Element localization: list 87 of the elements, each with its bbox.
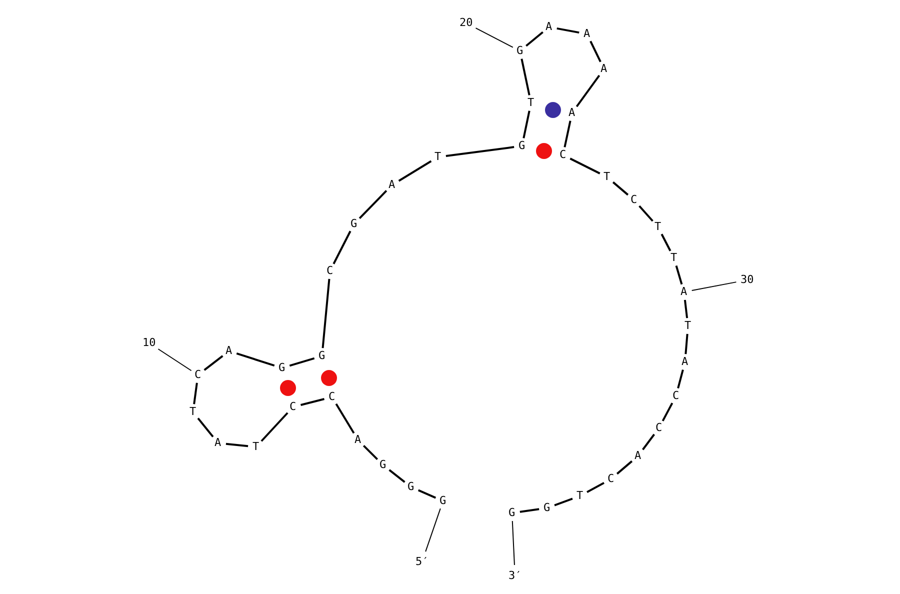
backbone-line — [554, 498, 573, 506]
backbone-line — [564, 120, 572, 148]
leader-line — [475, 28, 514, 48]
backbone-line — [193, 382, 198, 404]
nucleotide-letter: A — [584, 28, 590, 40]
backbone-line — [576, 74, 600, 108]
backbone-line — [418, 489, 436, 499]
nucleotide-letter: C — [194, 369, 202, 381]
backbone-line — [590, 40, 602, 62]
nucleotide-letter: G — [544, 502, 550, 514]
backbone-line — [522, 110, 530, 138]
leader-line — [512, 520, 515, 566]
backbone-line — [556, 27, 580, 34]
backbone-line — [446, 146, 514, 157]
backbone-line — [677, 369, 684, 389]
nucleotide-letter: G — [508, 507, 516, 519]
nucleotide-letter: C — [630, 194, 638, 206]
backbone-line — [335, 403, 355, 434]
backbone-line — [675, 265, 683, 285]
position-label: 30 — [740, 274, 754, 286]
nucleotide-letter: A — [634, 450, 642, 462]
position-label: 10 — [142, 337, 156, 349]
nucleotide-letter: A — [214, 437, 222, 449]
nucleotide-letter: T — [684, 320, 692, 332]
backbone-line — [684, 300, 688, 318]
nucleotide-letter: G — [518, 140, 526, 152]
nucleotide-letter: G — [380, 459, 386, 471]
backbone-line — [616, 460, 633, 475]
nucleotide-letter: A — [546, 21, 552, 33]
nucleotide-letter: G — [440, 495, 446, 507]
backbone-line — [520, 58, 530, 96]
backbone-line — [570, 158, 600, 174]
backbone-line — [642, 434, 655, 450]
backbone-line — [300, 398, 324, 406]
position-label: 3′ — [508, 570, 522, 582]
nucleotide-letter: C — [608, 473, 614, 485]
nucleotide-letter: A — [680, 286, 688, 298]
nucleotide-letter: C — [326, 265, 334, 277]
nucleotide-letter: T — [576, 490, 584, 502]
nucleotide-letter: T — [434, 151, 442, 163]
nucleotide-letter: T — [528, 97, 534, 109]
nucleotide-letter: C — [656, 422, 662, 434]
backbone-line — [520, 508, 540, 513]
backbone-line — [362, 444, 378, 460]
backbone-line — [289, 357, 315, 367]
backbone-line — [236, 352, 275, 366]
nucleotide-letter: G — [318, 350, 326, 362]
backbone-line — [586, 482, 604, 494]
nucleotide-letter: T — [654, 221, 662, 233]
backbone-line — [226, 442, 248, 448]
nucleotide-letter: G — [408, 481, 414, 493]
position-label: 5′ — [416, 556, 429, 568]
nucleotide-letter: T — [604, 171, 610, 183]
backbone-line — [660, 234, 672, 252]
position-label: 20 — [460, 17, 473, 29]
nucleotide-letter: A — [568, 107, 576, 119]
leader-line — [158, 348, 192, 372]
nucleotide-letter: G — [350, 218, 358, 230]
backbone-line — [398, 160, 432, 182]
backbone-line — [197, 418, 214, 438]
backbone-line — [612, 181, 629, 196]
nucleotide-letter: A — [600, 63, 608, 75]
nucleotide-letter: A — [388, 179, 396, 191]
nucleotide-letter: C — [560, 149, 566, 161]
nucleotide-letter: C — [672, 390, 680, 402]
nucleotide-letter: G — [278, 362, 286, 374]
nucleotide-letter: A — [682, 356, 688, 368]
backbone-line — [332, 230, 352, 264]
backbone-line — [684, 334, 688, 354]
nucleotide-letter: C — [328, 391, 336, 403]
nucleotide-letter: T — [190, 406, 196, 418]
nucleotide-letter: A — [354, 434, 362, 446]
nucleotide-letter: G — [516, 45, 524, 57]
backbone-line — [388, 469, 406, 483]
nucleotide-letter: T — [252, 441, 260, 453]
backbone-line — [322, 278, 330, 348]
backbone-line — [662, 402, 674, 422]
nucleotide-letter: A — [226, 345, 232, 357]
backbone-line — [358, 190, 388, 219]
leader-line — [691, 282, 737, 291]
nucleotide-letter: T — [670, 252, 678, 264]
backbone-line — [204, 355, 224, 371]
backbone-line — [260, 412, 288, 442]
leader-line — [425, 508, 441, 552]
nucleotide-letter: C — [290, 401, 296, 413]
backbone-line — [638, 205, 654, 222]
backbone-line — [526, 31, 544, 47]
